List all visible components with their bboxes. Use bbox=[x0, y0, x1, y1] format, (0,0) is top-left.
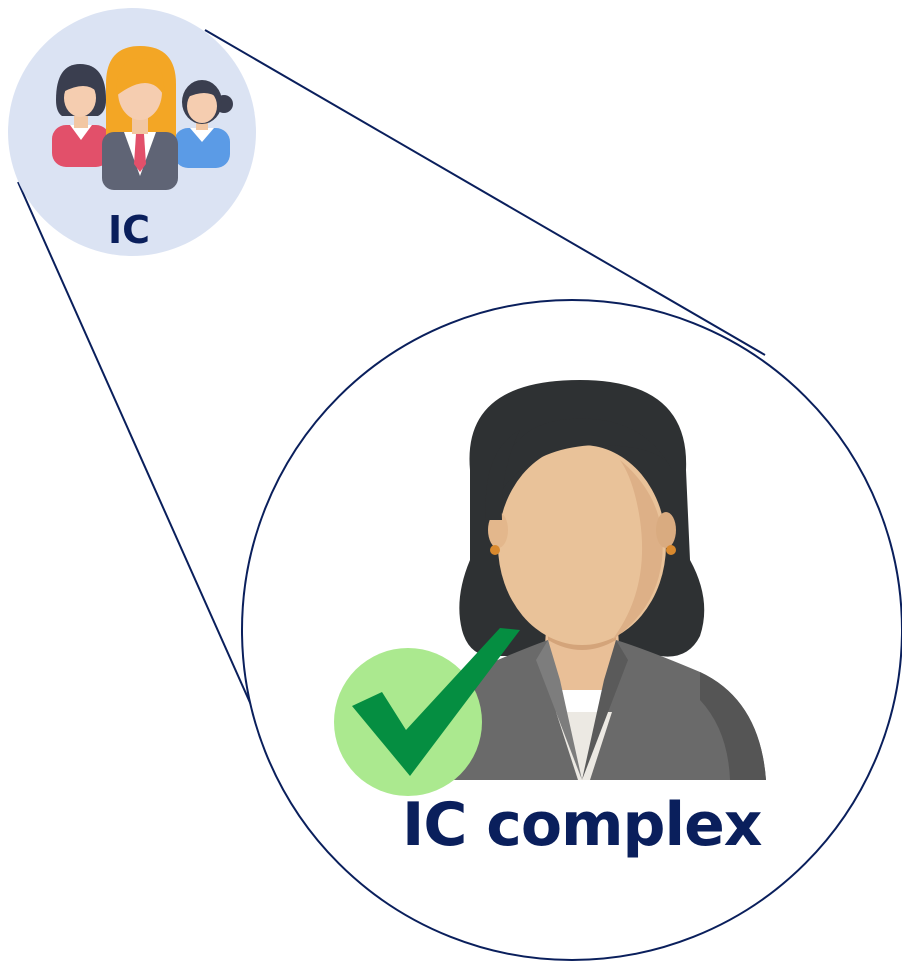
connector-line-bottom bbox=[17, 181, 273, 753]
group-of-people-icon bbox=[52, 46, 233, 190]
connector-line-top bbox=[204, 29, 766, 356]
zoom-label: IC complex bbox=[402, 790, 762, 860]
checkmark-badge bbox=[334, 628, 520, 796]
businesswoman-avatar-icon bbox=[418, 380, 766, 780]
group-label: IC bbox=[108, 208, 151, 252]
checkmark-icon bbox=[352, 628, 520, 776]
